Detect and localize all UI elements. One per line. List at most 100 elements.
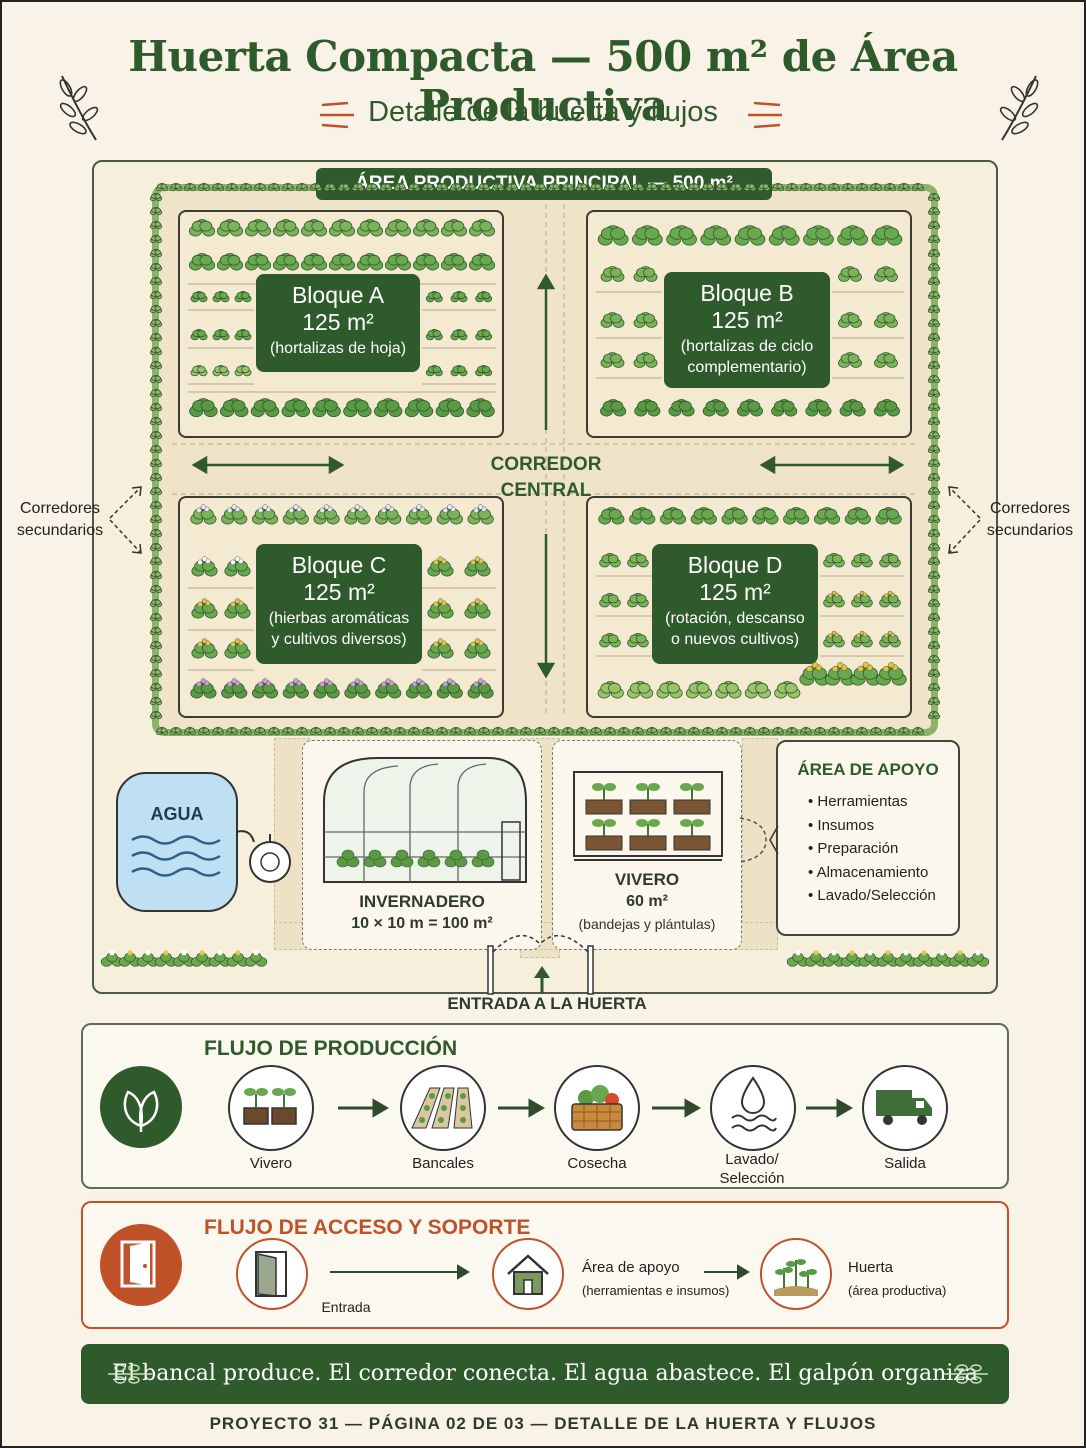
crop-plant [183,182,197,192]
crop-plant [149,290,163,300]
crop-plant [927,640,941,650]
crop-plant [435,726,449,736]
step-bancales-label: Bancales [412,1155,474,1172]
step-vivero-label: Vivero [249,1155,293,1172]
crop-plant [631,182,645,192]
block-b-area: 125 m² [711,307,783,333]
crop-plant [412,219,440,237]
crop-plant [869,182,883,192]
crop-plant [379,726,393,736]
crop-plant [449,726,463,736]
block-c-label: Bloque C 125 m² (hierbas aromáticas y cu… [256,544,422,664]
right-accent-icon [748,101,782,129]
shrub [226,950,250,967]
crop-plant [149,584,163,594]
shrub [172,950,196,967]
water-waves-icon [131,835,221,877]
crop-plant [645,182,659,192]
motto-text: El bancal produce. El corredor conecta. … [112,1361,978,1386]
crop-plant [435,182,449,192]
crop-plant [450,290,468,303]
crop-plant [344,678,371,699]
nursery-name: VIVERO [614,870,680,889]
crop-plant [309,726,323,736]
crop-plant [841,182,855,192]
crop-plant [927,570,941,580]
crop-plant [427,638,454,659]
block-d-desc-1: (rotación, descanso [665,610,805,627]
crop-plant [851,630,873,648]
crop-plant [827,726,841,736]
crop-plant [427,556,454,577]
block-d-desc-2: o nuevos cultivos) [670,631,800,648]
crop-plant [224,598,251,619]
crop-plant [149,668,163,678]
crop-plant [212,290,230,303]
crop-plant [599,593,621,608]
crop-plant [927,206,941,216]
crop-plant [281,398,310,418]
greenhouse-size: 10 × 10 m = 100 m² [351,915,493,932]
crop-plant [384,219,412,237]
crop-plant [253,182,267,192]
crop-plant [239,726,253,736]
crop-plant [783,507,810,525]
crop-plant [599,553,621,568]
crop-plant [813,726,827,736]
greenhouse-plant [368,849,382,861]
crop-plant [464,598,491,619]
seedling-tray [629,819,667,851]
crop-plant [927,360,941,370]
crop-plant [467,678,494,699]
crop-plant [771,726,785,736]
step-vivero [228,1065,314,1151]
crop-plant [224,556,251,577]
crop-plant [927,486,941,496]
crop-plant [365,182,379,192]
crop-plant [617,182,631,192]
crop-plant [183,726,197,736]
crop-plant [309,182,323,192]
side-left-line1: Corredores [19,500,101,517]
crop-plant [874,312,898,328]
crop-plant [927,472,941,482]
crop-plant [701,726,715,736]
crop-plant [149,556,163,566]
crop-plant [589,726,603,736]
crop-plant [927,276,941,286]
side-right-line2: secundarios [986,522,1074,539]
corridor-label-line1: CORREDOR [490,454,602,475]
step-huerta-label: Huerta [848,1259,894,1276]
crop-plant [412,253,440,271]
crop-plant [155,726,169,736]
crop-plant [188,219,216,237]
crop-plant [927,248,941,258]
crop-plant [927,500,941,510]
secondary-corridors-right: Corredores secundarios [982,498,1078,542]
crop-plant [927,374,941,384]
crop-plant [344,504,371,525]
crop-plant [149,710,163,720]
crop-plant [561,726,575,736]
crop-plant [491,182,505,192]
crop-plant [149,276,163,286]
crop-plant [149,416,163,426]
crop-plant [927,346,941,356]
crop-plant [463,182,477,192]
crop-plant [149,528,163,538]
water-drop-icon [731,1076,777,1132]
crop-plant [393,182,407,192]
crop-plant [373,398,403,418]
crop-plant [188,253,216,271]
support-area-title: ÁREA DE APOYO [797,760,939,779]
crop-plant [427,598,454,619]
crop-plant [343,398,372,418]
crop-plant [149,318,163,328]
step-entrada-label: Entrada [321,1299,371,1315]
crop-plant [356,219,384,237]
crop-plant [149,472,163,482]
crop-plant [927,304,941,314]
crop-plant [149,220,163,230]
crop-plant [701,182,715,192]
crop-plant [744,681,771,699]
